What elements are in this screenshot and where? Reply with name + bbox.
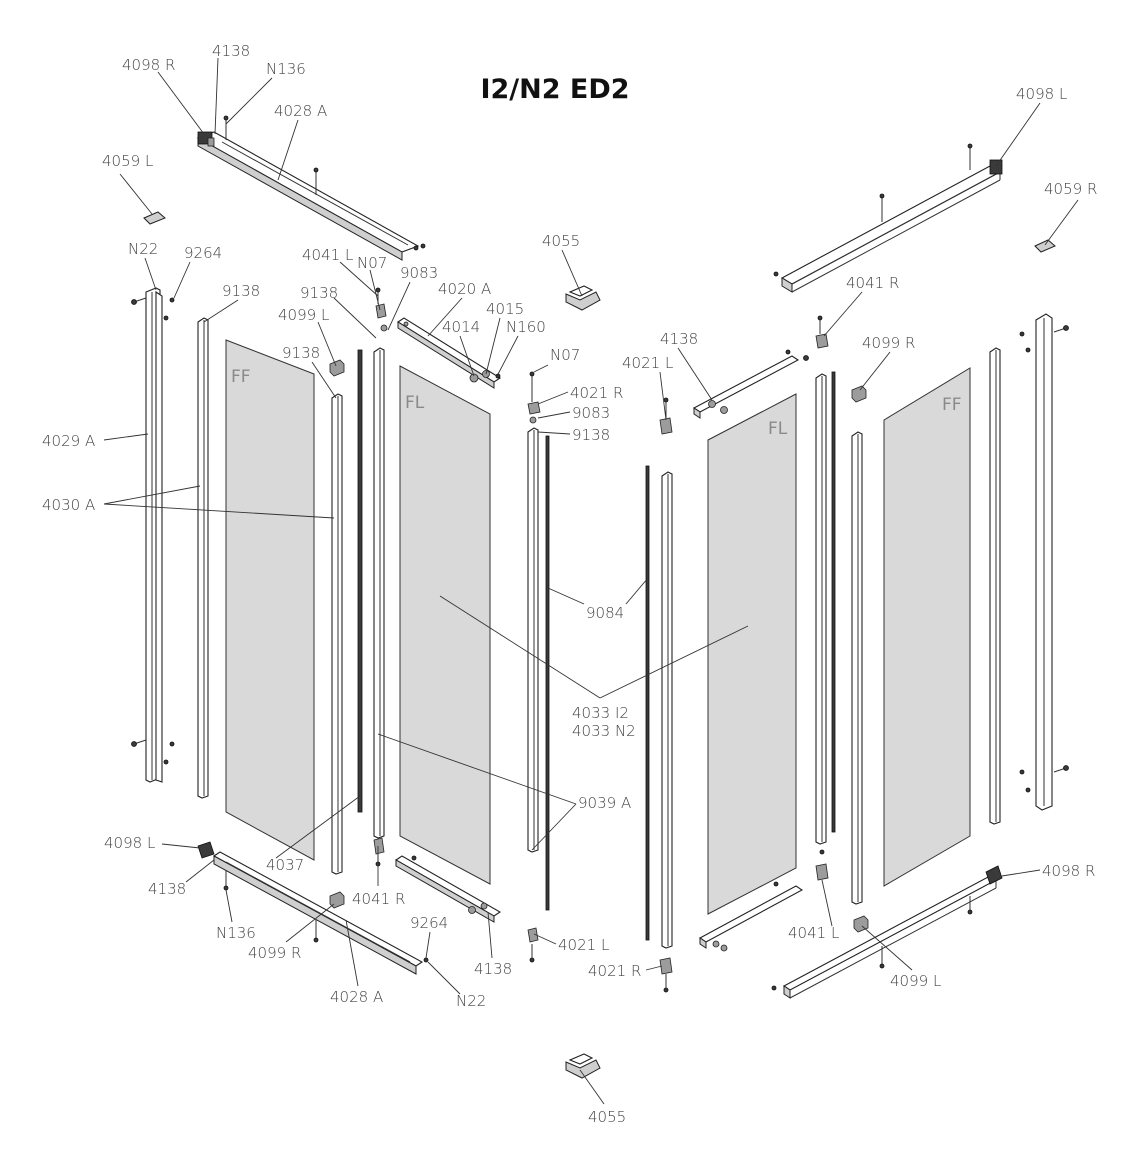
label-4055-bot: 4055 bbox=[588, 1108, 626, 1126]
part-4055-top bbox=[565, 285, 601, 311]
label-9264-bot: 9264 bbox=[410, 914, 448, 932]
label-4030a: 4030 A bbox=[42, 496, 95, 514]
label-9138-a: 9138 bbox=[222, 282, 260, 300]
part-4099l-top bbox=[329, 359, 345, 377]
diagram-title: I2/N2 ED2 bbox=[480, 74, 630, 105]
right-door-profile bbox=[815, 315, 829, 881]
left-wall-profile bbox=[131, 287, 175, 783]
inner-seal-profile-4030a bbox=[331, 393, 343, 875]
label-n22-top: N22 bbox=[128, 240, 158, 258]
center-left-profile bbox=[527, 371, 541, 963]
top-right-rail bbox=[773, 143, 1003, 293]
right-door-top-rail bbox=[692, 349, 809, 419]
right-wall-profile bbox=[1019, 313, 1069, 811]
label-n22-bot: N22 bbox=[456, 992, 486, 1010]
label-4138-right: 4138 bbox=[660, 330, 698, 348]
label-4099l-bot: 4099 L bbox=[890, 972, 941, 990]
label-9138-b: 9138 bbox=[300, 284, 338, 302]
label-4029a: 4029 A bbox=[42, 432, 95, 450]
left-fixed-glass: FF bbox=[225, 339, 315, 861]
right-fixed-glass: FF bbox=[883, 367, 971, 887]
right-seal-profile bbox=[989, 347, 1001, 825]
label-n136-top: N136 bbox=[266, 60, 306, 78]
bottom-right-rail bbox=[771, 865, 1003, 999]
part-4055-bottom bbox=[565, 1053, 601, 1079]
label-4020a: 4020 A bbox=[438, 280, 491, 298]
right-inner-seal-profile bbox=[851, 431, 863, 905]
label-n160: N160 bbox=[506, 318, 546, 336]
bottom-left-rail bbox=[197, 841, 429, 975]
center-left-seal-9039a bbox=[545, 435, 550, 911]
label-9138-c: 9138 bbox=[282, 344, 320, 362]
magnet-strip-4037 bbox=[357, 349, 363, 813]
glass-label-right-fixed: FF bbox=[942, 395, 962, 415]
label-4014: 4014 bbox=[442, 318, 480, 336]
label-4098l-bot: 4098 L bbox=[104, 834, 155, 852]
center-right-seal-9084 bbox=[645, 465, 650, 941]
leader-lines bbox=[103, 57, 1079, 1105]
label-n07-b: N07 bbox=[550, 346, 580, 364]
label-9264-top: 9264 bbox=[184, 244, 222, 262]
label-4099r-bot: 4099 R bbox=[248, 944, 301, 962]
label-4021l-bot: 4021 L bbox=[558, 936, 609, 954]
label-4033n2: 4033 N2 bbox=[572, 722, 636, 740]
label-9039a: 9039 A bbox=[578, 794, 631, 812]
label-4028a-bot: 4028 A bbox=[330, 988, 383, 1006]
label-4041r-bot: 4041 R bbox=[352, 890, 405, 908]
glass-label-right-door: FL bbox=[768, 419, 788, 439]
part-4099r-top bbox=[851, 385, 867, 403]
label-4021r-top: 4021 R bbox=[570, 384, 623, 402]
glass-label-left-fixed: FF bbox=[231, 367, 251, 387]
glass-label-left-door: FL bbox=[405, 393, 425, 413]
label-4059l: 4059 L bbox=[102, 152, 153, 170]
label-9083-b: 9083 bbox=[572, 404, 610, 422]
center-right-profile bbox=[659, 397, 673, 993]
label-4041l-top: 4041 L bbox=[302, 246, 353, 264]
label-4138-top: 4138 bbox=[212, 42, 250, 60]
part-4059l bbox=[143, 211, 166, 225]
label-4021l-top: 4021 L bbox=[622, 354, 673, 372]
label-4098r-bot: 4098 R bbox=[1042, 862, 1095, 880]
left-door-profile bbox=[373, 287, 388, 867]
label-9084: 9084 bbox=[586, 604, 624, 622]
label-4138-bot: 4138 bbox=[148, 880, 186, 898]
part-labels: 4098 R 4138 N136 4028 A 4059 L 4098 L 40… bbox=[42, 42, 1097, 1126]
label-4037: 4037 bbox=[266, 856, 304, 874]
label-4041r-top: 4041 R bbox=[846, 274, 899, 292]
label-4098l-top: 4098 L bbox=[1016, 85, 1067, 103]
left-seal-profile-4030a bbox=[197, 317, 209, 799]
label-4055-top: 4055 bbox=[542, 232, 580, 250]
label-4021r-bot: 4021 R bbox=[588, 962, 641, 980]
part-4059r bbox=[1034, 239, 1056, 253]
label-9083-a: 9083 bbox=[400, 264, 438, 282]
left-door-glass: FL bbox=[399, 365, 491, 885]
label-9138-d: 9138 bbox=[572, 426, 610, 444]
label-4059r: 4059 R bbox=[1044, 180, 1097, 198]
label-n07-a: N07 bbox=[357, 254, 387, 272]
label-4098r-top: 4098 R bbox=[122, 56, 175, 74]
right-magnet-strip bbox=[831, 371, 836, 833]
label-4028a-top: 4028 A bbox=[274, 102, 327, 120]
right-door-glass: FL bbox=[707, 393, 797, 915]
label-n136-bot: N136 bbox=[216, 924, 256, 942]
top-left-rail bbox=[196, 115, 426, 261]
label-4033i2: 4033 I2 bbox=[572, 704, 629, 722]
label-4015: 4015 bbox=[486, 300, 524, 318]
label-4138-bot2: 4138 bbox=[474, 960, 512, 978]
bottom-left-door-rail bbox=[394, 855, 502, 923]
label-4041l-bot: 4041 L bbox=[788, 924, 839, 942]
label-4099l-top: 4099 L bbox=[278, 306, 329, 324]
bottom-right-door-rail bbox=[698, 881, 804, 952]
label-4099r-top: 4099 R bbox=[862, 334, 915, 352]
